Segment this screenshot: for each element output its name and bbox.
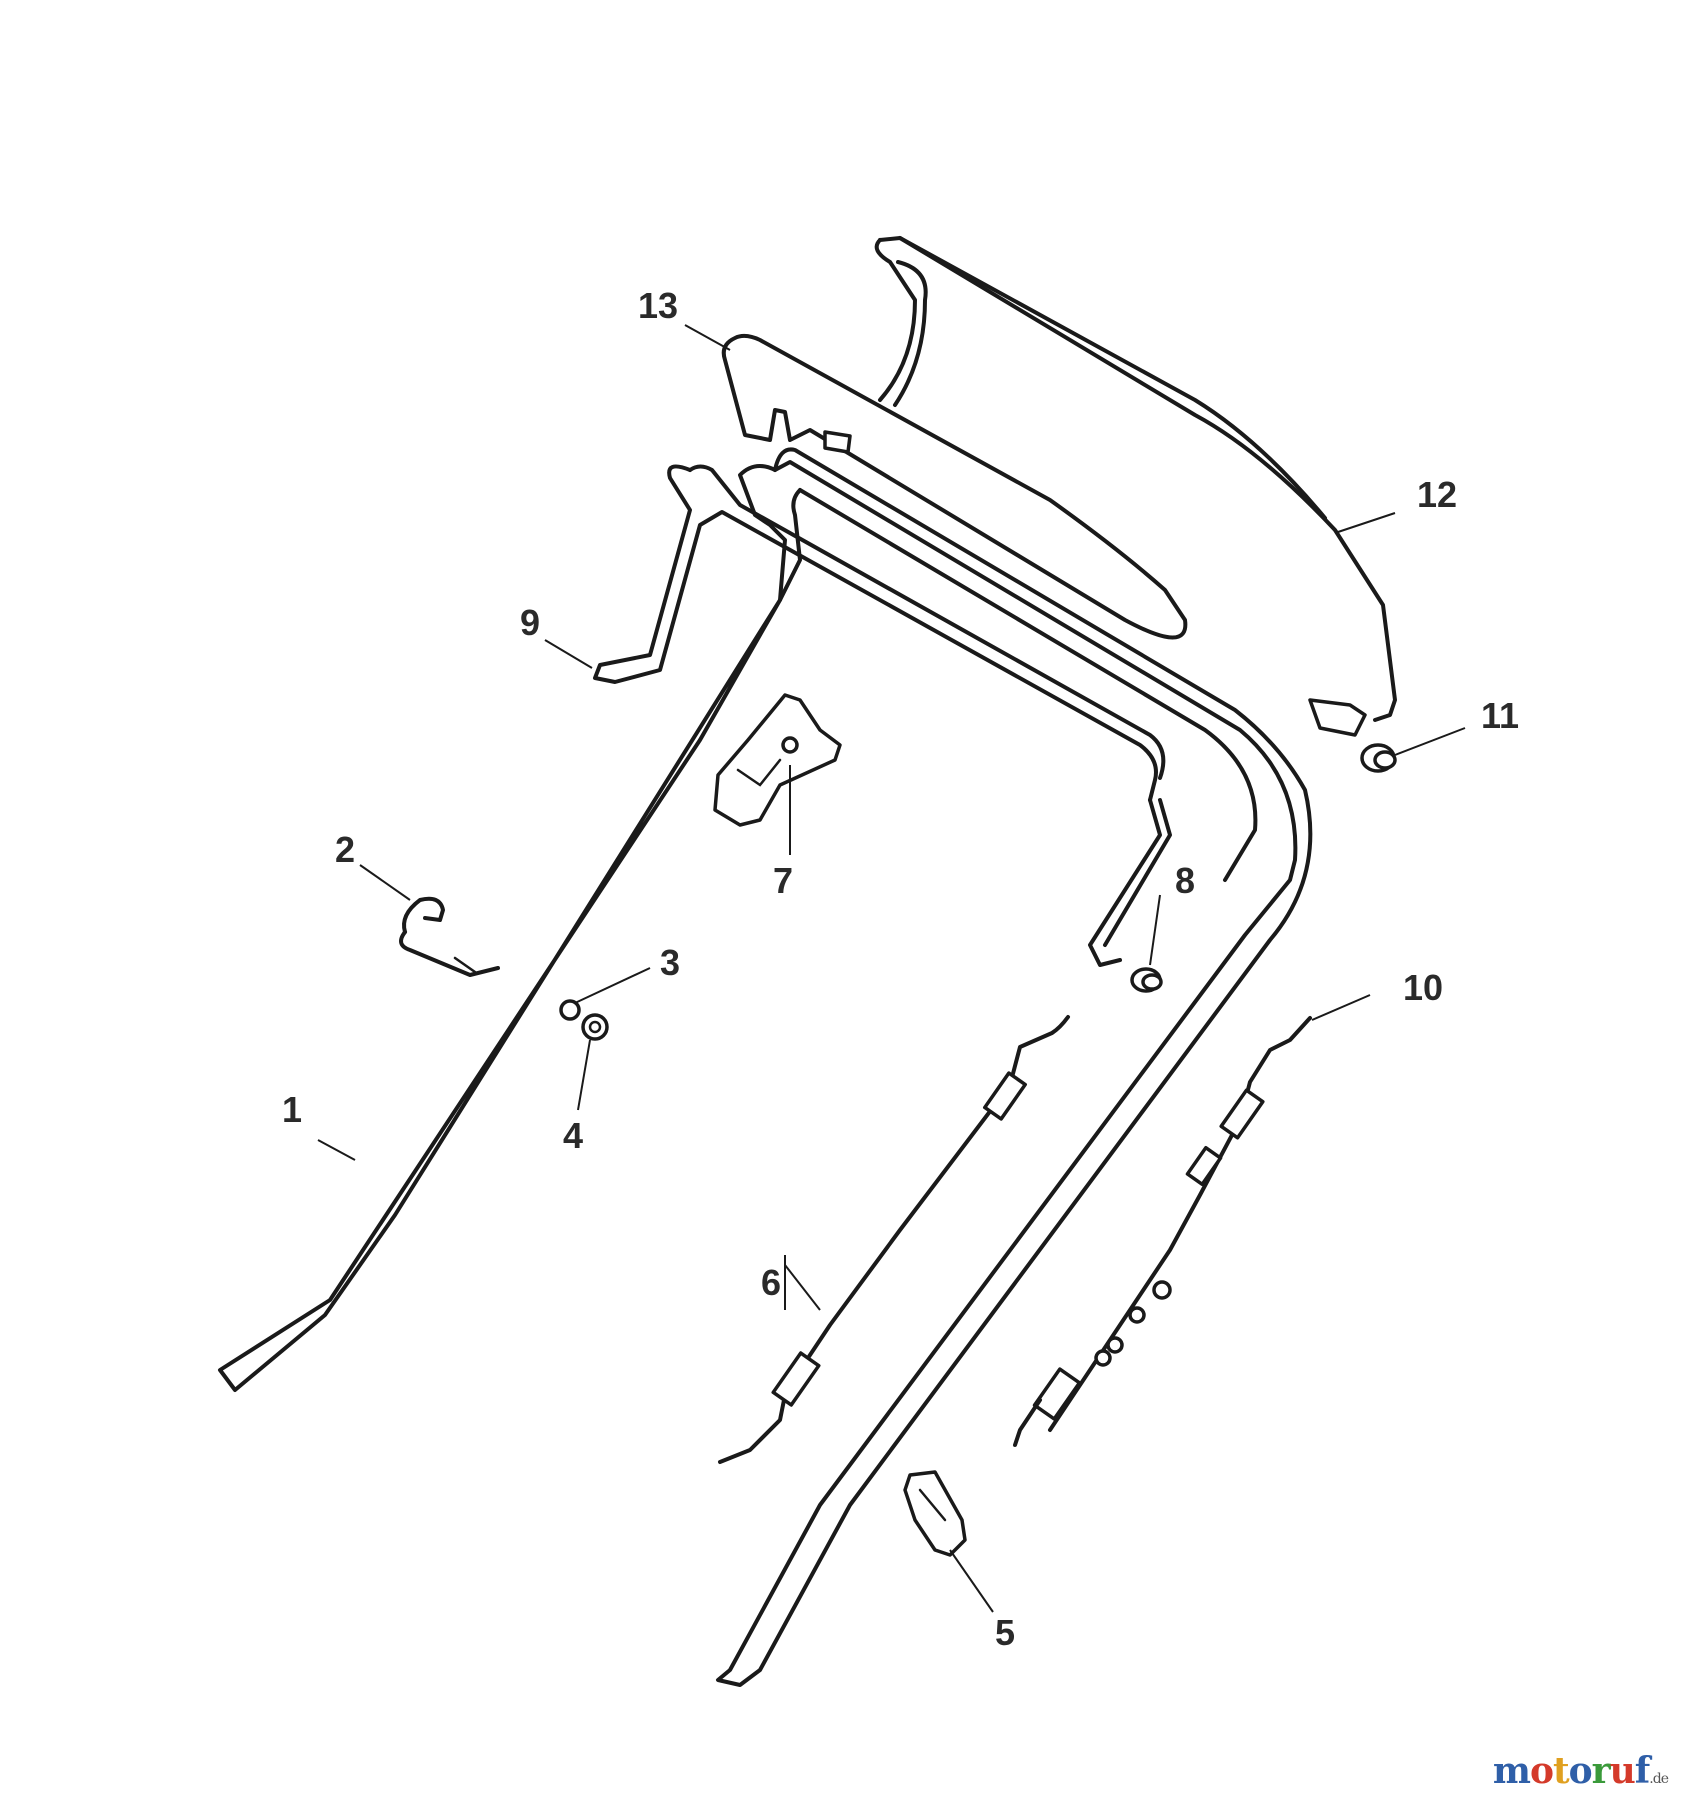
leader-2 [359,864,411,901]
knob [1130,967,1163,993]
leader-8 [1149,894,1161,966]
leader-3 [574,967,651,1004]
callout-2: 2 [335,829,355,870]
leader-10 [1311,994,1371,1021]
watermark-letter: o [1568,1750,1593,1792]
callout-8: 8 [1175,860,1195,901]
callout-3: 3 [660,942,680,983]
callout-9: 9 [520,602,540,643]
cable-guide-bracket [713,693,842,827]
leader-5 [949,1549,994,1613]
callout-7: 7 [773,860,793,901]
leader-12 [1334,512,1396,534]
nut [581,1013,609,1041]
callout-1: 1 [282,1089,302,1130]
callout-13: 13 [638,285,678,326]
watermark-letter: o [1529,1750,1554,1792]
leader-6 [784,1264,821,1311]
callout-6: 6 [761,1262,781,1303]
washer [559,999,581,1021]
hook-bolt [399,896,500,977]
callout-10: 10 [1403,967,1443,1008]
leader-13 [684,324,731,351]
callout-5: 5 [995,1612,1015,1653]
upper-handle-bar [874,236,1397,737]
middle-bar [593,464,1172,967]
knob [1360,743,1397,773]
watermark-letter: m [1492,1750,1531,1792]
watermark-letters: motoruf [1492,1750,1650,1792]
callout-4: 4 [563,1115,583,1156]
leader-4 [577,1039,591,1111]
callout-labels: 1 2 3 4 5 6 7 8 9 10 11 12 13 [282,285,1519,1653]
watermark-letter: r [1591,1750,1611,1792]
leader-9 [544,639,593,669]
watermark-letter: f [1634,1750,1650,1792]
watermark-letter: u [1609,1750,1636,1792]
main-lower-handle [218,447,1313,1687]
leader-1 [317,1139,356,1161]
cable [718,1015,1070,1464]
watermark-suffix: .de [1649,1771,1669,1787]
callout-12: 12 [1417,474,1457,515]
watermark-letter: t [1552,1750,1570,1792]
grip-cover [721,333,1188,640]
leader-lines [317,324,1466,1613]
cable [1013,1016,1312,1447]
cable-clip [903,1470,967,1557]
callout-11: 11 [1481,695,1519,736]
motoruf-watermark-logo: motoruf.de [1492,1750,1669,1792]
leader-11 [1394,727,1466,756]
